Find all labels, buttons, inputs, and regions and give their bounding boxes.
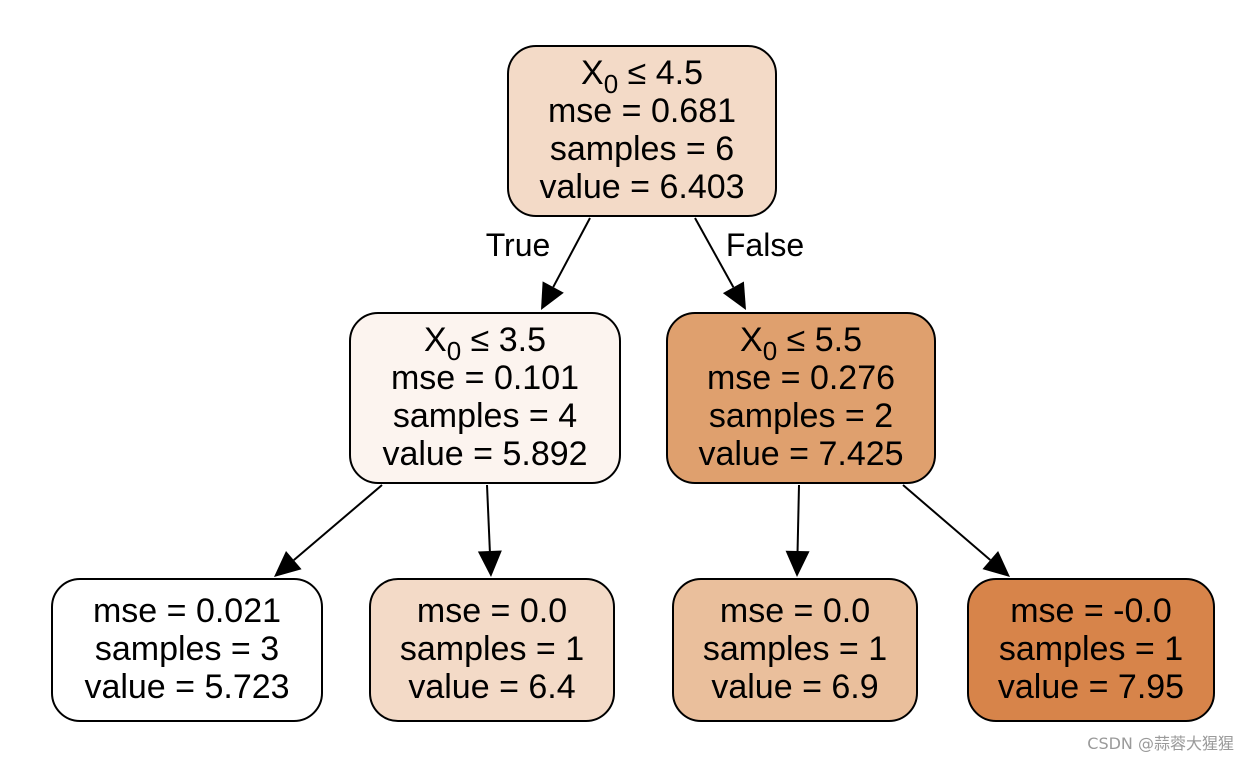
edge-left-to-leaf-2 [477, 484, 502, 577]
node-mse: mse = 0.681 [548, 92, 736, 130]
node-box [51, 578, 323, 722]
node-mse: mse = 0.276 [707, 359, 895, 397]
node-mse: mse = 0.0 [417, 592, 567, 630]
node-box [369, 578, 615, 722]
node-box [666, 312, 936, 484]
node-samples: samples = 1 [703, 630, 887, 668]
node-box [507, 45, 777, 217]
edge-line [486, 484, 491, 552]
watermark: CSDN @蒜蓉大猩猩 [1087, 734, 1234, 753]
node-value: value = 5.892 [382, 435, 587, 473]
edge-left-to-leaf-1 [274, 484, 383, 577]
node-samples: samples = 1 [999, 630, 1183, 668]
arrowhead [982, 550, 1010, 577]
node-mse: mse = 0.101 [391, 359, 579, 397]
arrowhead [722, 281, 746, 310]
edge-line [694, 217, 735, 288]
arrowhead [477, 550, 502, 577]
node-samples: samples = 2 [709, 397, 893, 435]
edge-line [796, 484, 800, 552]
node-value: value = 5.723 [84, 668, 289, 706]
node-split-condition: X0 ≤ 3.5 [424, 321, 546, 366]
arrowhead [541, 281, 564, 310]
edge-line [293, 484, 383, 561]
node-mse: mse = -0.0 [1010, 592, 1172, 630]
edges-layer: True False [274, 217, 1010, 577]
edge-label-false: False [726, 227, 804, 263]
edge-label-true: True [486, 227, 551, 263]
node-value: value = 7.95 [998, 668, 1184, 706]
node-value: value = 6.9 [711, 668, 878, 706]
node-samples: samples = 6 [550, 130, 734, 168]
node-samples: samples = 4 [393, 397, 577, 435]
node-value: value = 6.403 [539, 168, 744, 206]
edge-right-to-leaf-4 [902, 484, 1010, 577]
node-samples: samples = 1 [400, 630, 584, 668]
node-value: value = 6.4 [408, 668, 575, 706]
node-mse: mse = 0.0 [720, 592, 870, 630]
edge-root-to-left: True [486, 217, 591, 310]
node-box [672, 578, 918, 722]
node-split-condition: X0 ≤ 4.5 [581, 54, 703, 99]
node-split-condition: X0 ≤ 5.5 [740, 321, 862, 366]
node-samples: samples = 3 [95, 630, 279, 668]
node-box [349, 312, 621, 484]
edge-root-to-right: False [694, 217, 804, 310]
node-value: value = 7.425 [698, 435, 903, 473]
edge-line [552, 217, 591, 288]
node-box [967, 578, 1215, 722]
arrowhead [785, 550, 810, 577]
arrowhead [274, 551, 302, 577]
edge-line [902, 484, 991, 561]
node-mse: mse = 0.021 [93, 592, 281, 630]
edge-right-to-leaf-3 [785, 484, 810, 577]
